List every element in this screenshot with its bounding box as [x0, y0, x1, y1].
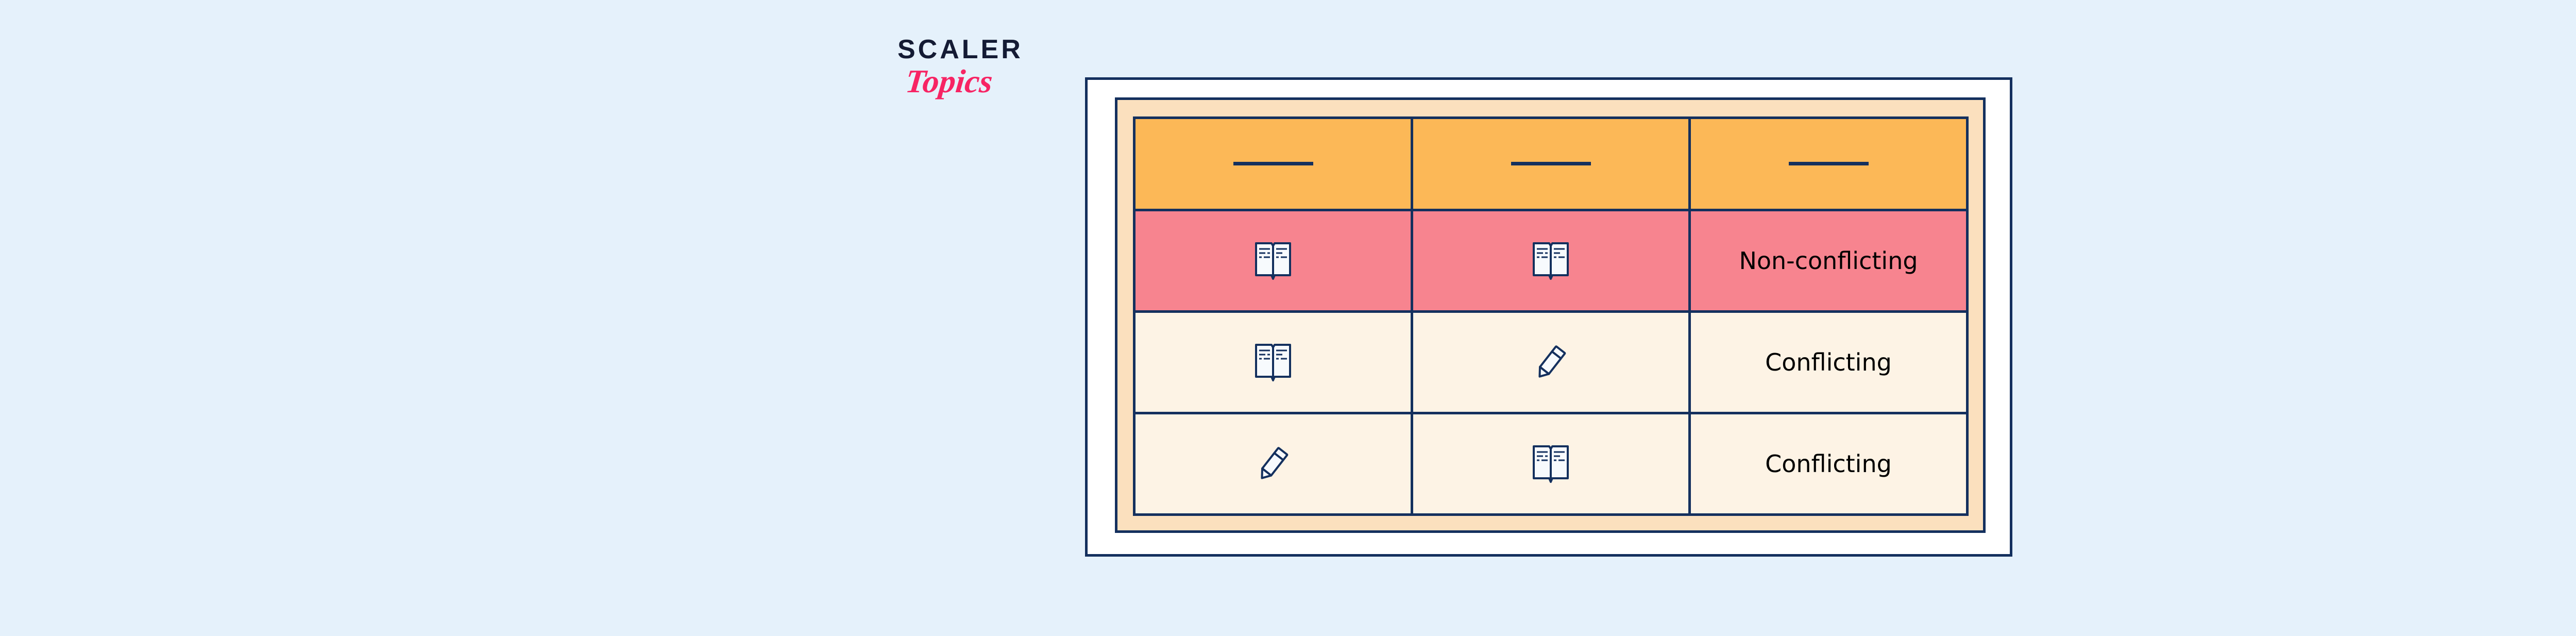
- cell-operation-2: [1411, 208, 1691, 313]
- cell-verdict: Conflicting: [1688, 411, 1969, 516]
- book-open-icon: [1533, 445, 1569, 483]
- table-row: Conflicting: [1133, 310, 1969, 414]
- table-header-row: [1133, 116, 1969, 211]
- header-placeholder-dash-2: [1511, 162, 1591, 166]
- cell-operation-2: [1411, 411, 1691, 516]
- header-cell-operation-1: [1133, 116, 1413, 211]
- table-container: Non-conflicting: [1133, 116, 1969, 516]
- table-row: Non-conflicting: [1133, 208, 1969, 313]
- header-placeholder-dash-3: [1788, 162, 1869, 166]
- cell-operation-1: [1133, 411, 1413, 516]
- book-open-icon: [1255, 242, 1291, 280]
- cell-operation-2: [1411, 310, 1691, 414]
- logo-wordmark-topics: Topics: [904, 63, 995, 99]
- cell-verdict: Non-conflicting: [1688, 208, 1969, 313]
- book-open-icon: [1533, 242, 1569, 280]
- logo-wordmark-scaler: SCALER: [897, 35, 1023, 64]
- conflict-matrix-table: Non-conflicting: [1133, 116, 1969, 516]
- inner-panel: Non-conflicting: [1115, 97, 1986, 533]
- pencil-icon: [1538, 345, 1566, 378]
- cell-operation-1: [1133, 310, 1413, 414]
- outer-frame: Non-conflicting: [1085, 77, 2012, 557]
- pencil-icon: [1261, 447, 1289, 479]
- cell-verdict: Conflicting: [1688, 310, 1969, 414]
- table-row: Conflicting: [1133, 411, 1969, 516]
- header-cell-operation-2: [1411, 116, 1691, 211]
- header-cell-verdict: [1688, 116, 1969, 211]
- header-placeholder-dash-1: [1233, 162, 1313, 166]
- book-open-icon: [1255, 343, 1291, 381]
- cell-operation-1: [1133, 208, 1413, 313]
- scaler-topics-logo: SCALER Topics: [892, 36, 1047, 113]
